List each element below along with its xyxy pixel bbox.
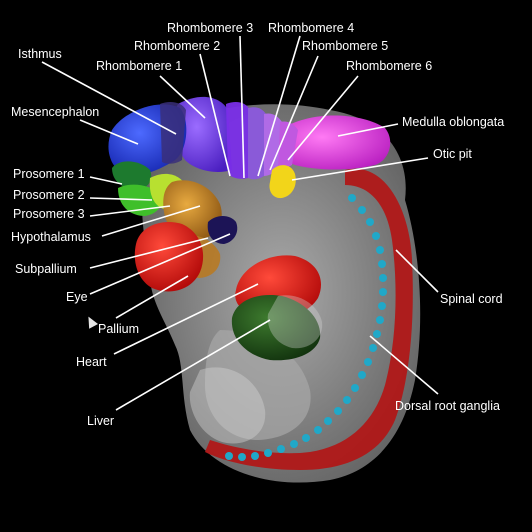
leader-rhombomere-6 [287,75,359,161]
label-medulla-oblongata: Medulla oblongata [402,115,504,129]
leader-rhombomere-2 [199,53,231,177]
liver-overlay [267,295,323,349]
label-rhombomere-2: Rhombomere 2 [134,39,220,53]
subpallium [134,222,204,292]
leader-heart [113,283,259,355]
rhombomere-3 [248,107,266,180]
rhombomere-5 [278,121,298,170]
eye [207,216,238,244]
leader-medulla-oblongata [337,123,399,137]
label-liver: Liver [87,414,114,428]
label-prosomere-3: Prosomere 3 [13,207,85,221]
dorsal-root-ganglia [225,194,387,461]
label-prosomere-1: Prosomere 1 [13,167,85,181]
prosomere-1 [112,161,152,190]
label-rhombomere-6: Rhombomere 6 [346,59,432,73]
leader-lines [41,35,439,411]
leader-liver [115,319,271,411]
leader-pallium [115,275,189,319]
leader-mesencephalon [79,119,139,145]
leader-prosomere-1 [89,176,123,185]
medulla-oblongata [276,115,391,170]
label-spinal-cord: Spinal cord [440,292,503,306]
leader-spinal-cord [395,249,439,293]
label-otic-pit: Otic pit [433,147,472,161]
label-mesencephalon: Mesencephalon [11,105,99,119]
leader-isthmus [41,61,177,135]
label-rhombomere-3: Rhombomere 3 [167,21,253,35]
label-rhombomere-1: Rhombomere 1 [96,59,182,73]
leader-prosomere-2 [89,197,153,201]
rhombomere-1 [173,96,232,172]
label-eye: Eye [66,290,88,304]
label-prosomere-2: Prosomere 2 [13,188,85,202]
leader-hypothalamus [101,205,201,237]
leader-eye [89,233,231,295]
leader-rhombomere-4 [257,35,301,177]
label-isthmus: Isthmus [18,47,62,61]
label-heart: Heart [76,355,107,369]
spinal-cord [205,168,413,471]
label-pallium: Pallium [98,322,139,336]
labels: Rhombomere 3 Rhombomere 4 Rhombomere 2 R… [11,21,504,428]
rhombomere-4 [264,113,282,176]
label-subpallium: Subpallium [15,262,77,276]
rhombomere-2 [226,102,250,179]
leader-subpallium [89,237,209,269]
label-rhombomere-4: Rhombomere 4 [268,21,354,35]
leader-rhombomere-1 [159,75,206,119]
otic-pit [269,165,296,199]
label-rhombomere-5: Rhombomere 5 [302,39,388,53]
leader-otic-pit [291,157,429,181]
label-hypothalamus: Hypothalamus [11,230,91,244]
embryo-lower-limb-region [189,367,266,444]
leader-rhombomere-3 [239,35,245,179]
label-dorsal-root-ganglia: Dorsal root ganglia [395,399,500,413]
liver [231,294,321,361]
leader-rhombomere-5 [269,55,319,171]
leader-dorsal-root-ganglia [369,335,439,395]
leader-prosomere-3 [89,205,171,217]
